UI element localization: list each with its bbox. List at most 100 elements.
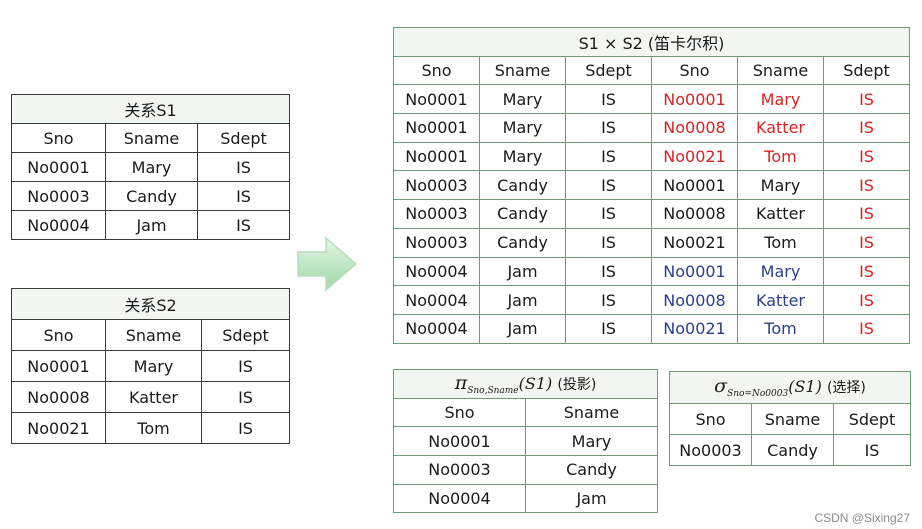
table-cell: IS <box>565 141 652 172</box>
table-cell: No0003 <box>11 181 106 211</box>
selection-note: (选择) <box>826 380 866 397</box>
relation-s2-title: 关系S2 <box>11 288 290 320</box>
table-cell: IS <box>822 141 911 172</box>
table-cell: Tom <box>737 227 824 258</box>
table-cell: IS <box>565 199 652 229</box>
table-cell: No0021 <box>651 227 738 258</box>
selection-title: σSno=No0003(S1) (选择) <box>669 371 911 404</box>
table-cell: IS <box>822 285 911 315</box>
table-cell: IS <box>565 227 652 258</box>
table-cell: Mary <box>479 141 566 172</box>
relation-s2-table: 关系S2 Sno Sname Sdept No0001 Mary IS No00… <box>11 288 290 444</box>
table-cell: IS <box>565 84 652 115</box>
table-cell: IS <box>822 256 911 287</box>
table-cell: IS <box>822 199 911 229</box>
right-arrow-icon <box>297 236 358 292</box>
column-header: Sno <box>11 319 106 351</box>
table-cell: IS <box>201 350 290 382</box>
table-cell: IS <box>201 412 290 444</box>
table-cell: Jam <box>105 210 198 240</box>
selection-table: σSno=No0003(S1) (选择) Sno Sname Sdept No0… <box>669 371 911 466</box>
table-cell: No0008 <box>651 199 738 229</box>
table-cell: No0008 <box>11 381 106 413</box>
projection-note: (投影) <box>557 376 597 393</box>
projection-operand: (S1) <box>518 373 553 393</box>
table-cell: Jam <box>479 313 566 344</box>
table-cell: No0004 <box>11 210 106 240</box>
selection-subscript: Sno=No0003 <box>727 389 789 400</box>
table-cell: Candy <box>751 434 834 466</box>
table-cell: IS <box>822 313 911 344</box>
table-row: No0003 Candy IS <box>669 434 911 466</box>
table-cell: No0003 <box>393 199 480 229</box>
table-cell: IS <box>197 152 290 182</box>
table-cell: IS <box>201 381 290 413</box>
selection-operand: (S1) <box>788 377 822 397</box>
table-cell: Jam <box>525 483 658 514</box>
table-row: No0008 Katter IS <box>11 381 290 413</box>
column-header: Sname <box>479 55 566 86</box>
table-cell: Candy <box>479 227 566 258</box>
table-row: No0021 Tom IS <box>11 412 290 444</box>
table-cell: No0001 <box>393 113 480 143</box>
table-cell: Mary <box>105 152 198 182</box>
column-header: Sname <box>737 55 824 86</box>
column-header: Sdept <box>822 55 911 86</box>
column-header: Sname <box>525 397 658 428</box>
cartesian-product-title: S1 × S2 (笛卡尔积) <box>392 27 911 57</box>
table-cell: IS <box>565 170 652 201</box>
table-cell: No0003 <box>393 227 480 258</box>
table-row: No0003 Candy IS <box>11 181 290 211</box>
column-header: Sno <box>11 123 106 153</box>
table-cell: No0001 <box>651 256 738 287</box>
table-cell: No0001 <box>393 84 480 115</box>
table-cell: IS <box>833 434 911 466</box>
column-header: Sdept <box>197 123 290 153</box>
table-cell: Tom <box>105 412 202 444</box>
table-row: No0003 Candy <box>393 455 658 485</box>
table-cell: Candy <box>479 199 566 229</box>
table-cell: Katter <box>105 381 202 413</box>
table-cell: IS <box>565 256 652 287</box>
table-cell: Mary <box>737 84 824 115</box>
table-cell: No0021 <box>651 141 738 172</box>
watermark: CSDN @Sixing27 <box>814 511 910 525</box>
table-cell: IS <box>822 227 911 258</box>
table-cell: IS <box>197 210 290 240</box>
table-cell: Mary <box>737 256 824 287</box>
table-row: No0004 Jam <box>393 483 658 514</box>
table-cell: No0001 <box>393 141 480 172</box>
table-cell: IS <box>565 313 652 344</box>
table-cell: Mary <box>525 426 658 457</box>
table-row: No0001 Mary IS <box>11 350 290 382</box>
table-cell: No0001 <box>651 170 738 201</box>
table-cell: No0008 <box>651 113 738 143</box>
column-header: Sno <box>669 403 752 435</box>
table-cell: No0008 <box>651 285 738 315</box>
pi-symbol: π <box>454 371 468 394</box>
table-row: No0001 Mary <box>393 426 658 457</box>
table-cell: No0001 <box>393 426 526 457</box>
table-cell: Katter <box>737 199 824 229</box>
column-header: Sname <box>105 319 202 351</box>
table-cell: No0004 <box>393 285 480 315</box>
table-cell: IS <box>822 170 911 201</box>
table-cell: IS <box>565 285 652 315</box>
column-header: Sdept <box>833 403 911 435</box>
table-cell: Tom <box>737 141 824 172</box>
table-cell: Mary <box>105 350 202 382</box>
table-cell: Candy <box>525 455 658 485</box>
table-cell: Mary <box>737 170 824 201</box>
table-cell: No0004 <box>393 313 480 344</box>
column-header: Sno <box>393 397 526 428</box>
relation-s1-table: 关系S1 Sno Sname Sdept No0001 Mary IS No00… <box>11 94 290 240</box>
projection-table: πSno,Sname(S1) (投影) Sno Sname No0001 Mar… <box>393 369 658 514</box>
column-header: Sdept <box>201 319 290 351</box>
table-cell: Katter <box>737 113 824 143</box>
